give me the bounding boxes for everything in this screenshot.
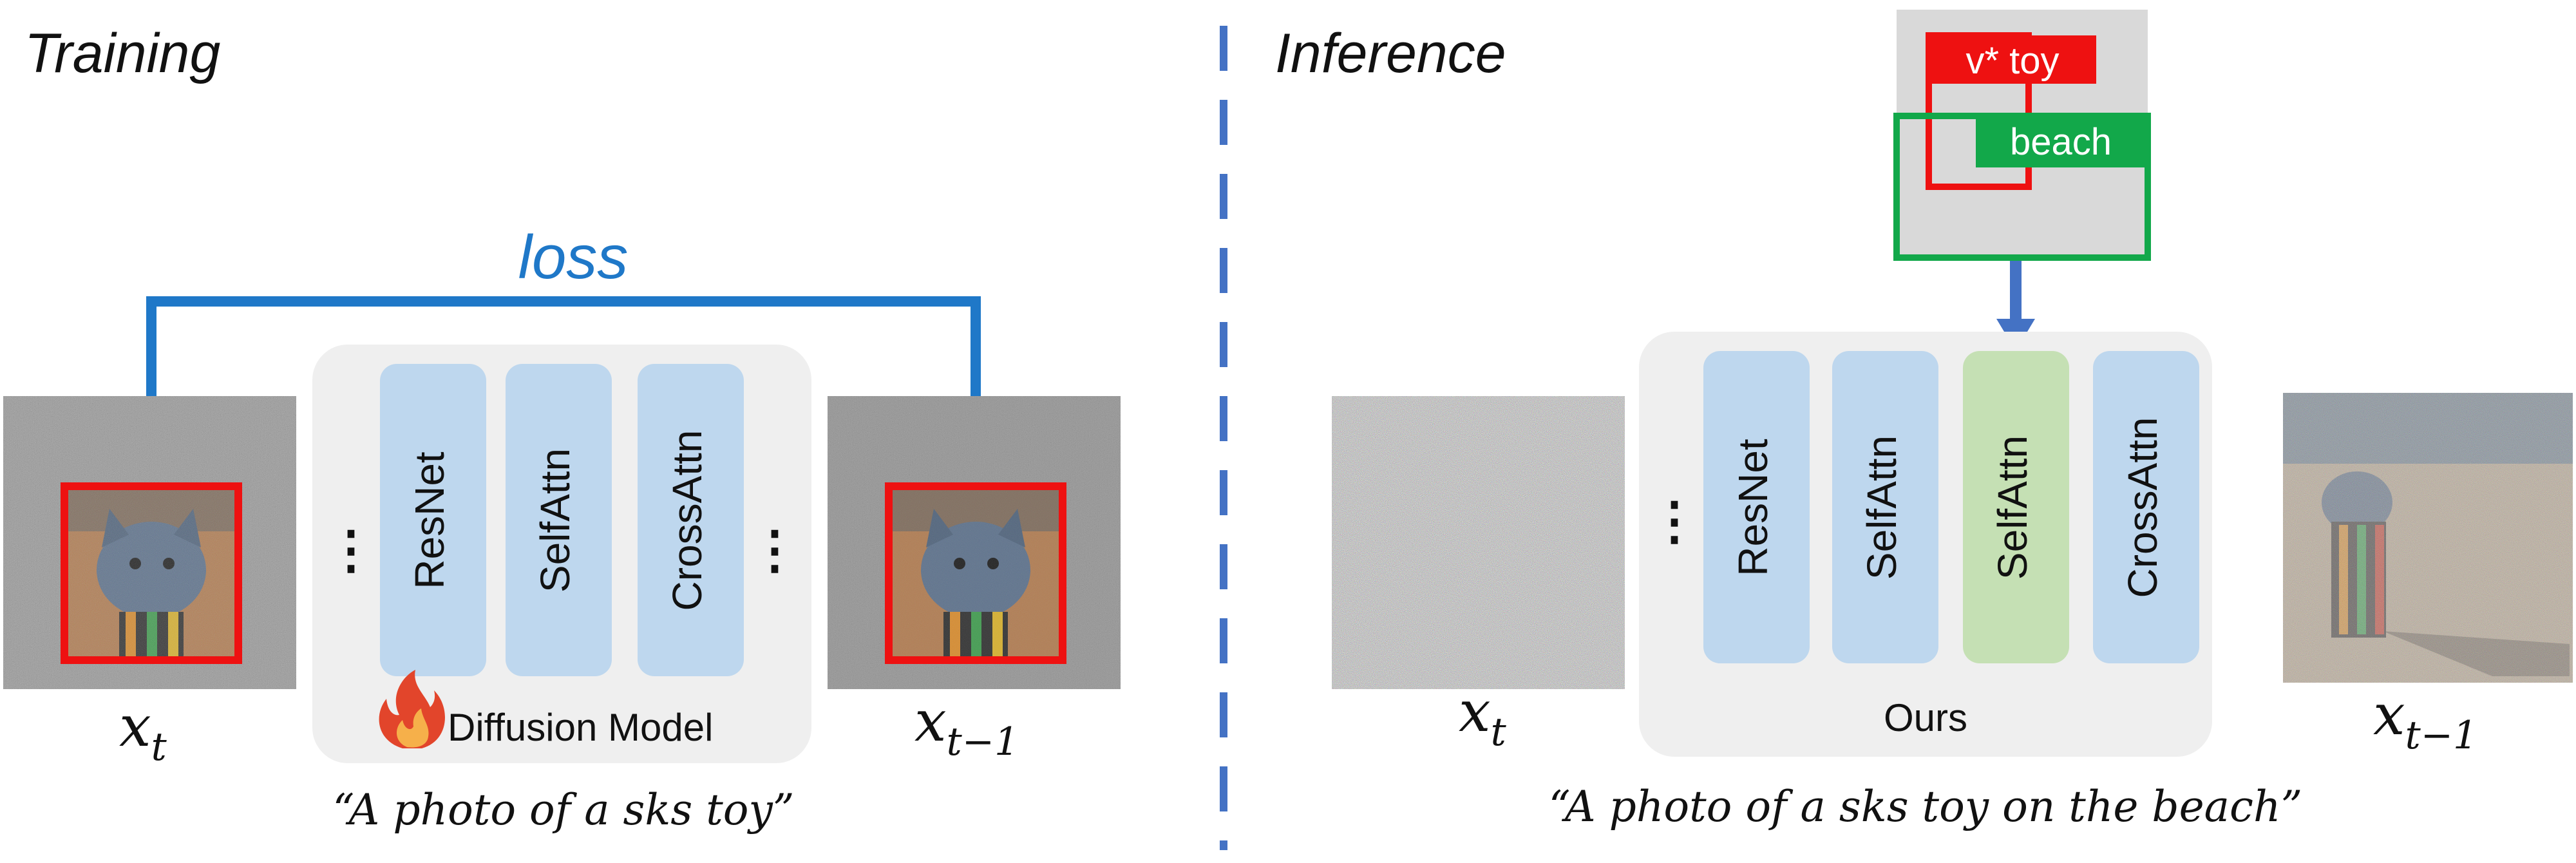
block-label: SelfAttn (532, 448, 578, 593)
inference-input-noise (1332, 396, 1625, 689)
layout-mask: v* toy beach (1893, 10, 2151, 261)
inference-output-image (2283, 393, 2573, 683)
diffusion-model-label: Diffusion Model (448, 706, 713, 749)
block-resnet: ResNet (380, 364, 486, 676)
subject-tag-label: v* toy (1965, 40, 2059, 82)
block-resnet: ResNet (1703, 351, 1810, 663)
inference-panel: Inference v* toy beach xt ⋮ ⋮ ResNet (1275, 10, 2573, 831)
inference-title: Inference (1275, 23, 1506, 84)
subject-tag (1929, 35, 2096, 84)
toy-photo (889, 486, 1063, 660)
scene-tag-label: beach (2010, 121, 2112, 163)
inference-output-label: xt−1 (2373, 681, 2477, 758)
training-output-label: xt−1 (914, 688, 1019, 764)
subject-box (61, 482, 242, 664)
block-crossattn: CrossAttn (2093, 351, 2199, 663)
block-selfattn-layout: SelfAttn (1963, 351, 2069, 663)
toy-photo (64, 486, 238, 660)
ellipsis-right: ⋮ (749, 521, 800, 578)
fire-icon (379, 670, 445, 748)
training-title: Training (24, 23, 220, 84)
training-input-label: xt (119, 693, 167, 770)
training-input-image (3, 396, 296, 689)
inference-input-label: xt (1459, 678, 1507, 755)
block-selfattn: SelfAttn (1832, 351, 1938, 663)
block-selfattn: SelfAttn (506, 364, 612, 676)
scene-tag (1976, 116, 2148, 167)
training-prompt: “A photo of a sks toy” (332, 785, 794, 835)
block-label: CrossAttn (664, 430, 710, 611)
ellipsis-left: ⋮ (1649, 492, 1700, 549)
training-panel: Training loss (3, 23, 1121, 835)
loss-label: loss (518, 223, 629, 292)
training-output-image (828, 396, 1121, 689)
block-label: SelfAttn (1989, 435, 2036, 580)
block-label: ResNet (1730, 439, 1776, 576)
block-label: CrossAttn (2119, 417, 2166, 598)
inference-prompt: “A photo of a sks toy on the beach” (1549, 782, 2302, 831)
ellipsis-left: ⋮ (325, 521, 377, 578)
ours-model-label: Ours (1884, 696, 1967, 739)
subject-box (885, 482, 1066, 664)
block-label: ResNet (406, 451, 453, 589)
block-crossattn: CrossAttn (638, 364, 744, 676)
block-label: SelfAttn (1859, 435, 1905, 580)
